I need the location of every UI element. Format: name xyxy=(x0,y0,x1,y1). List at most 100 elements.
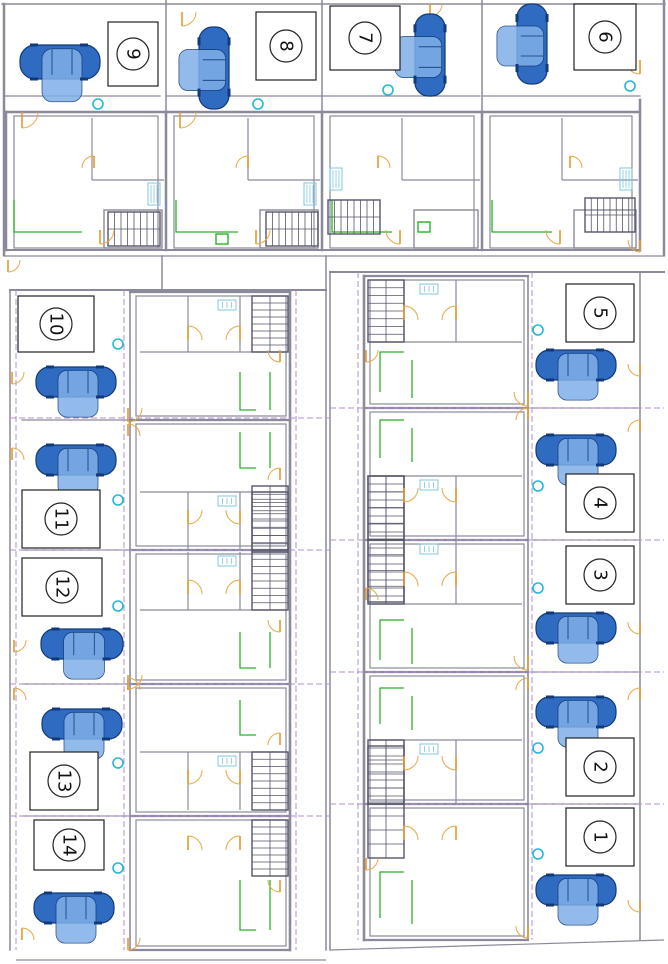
car-icon xyxy=(33,891,115,944)
stair-icon xyxy=(107,211,161,247)
unit-number-label: 4 xyxy=(565,473,635,533)
water-point-icon xyxy=(532,582,544,594)
door-swing-icon xyxy=(545,229,561,245)
water-point-icon xyxy=(532,480,544,492)
unit-number-label: 12 xyxy=(21,557,103,617)
doors-layer xyxy=(7,3,641,951)
door-swing-icon xyxy=(365,349,379,363)
door-swing-icon xyxy=(127,937,141,951)
water-point-icon xyxy=(382,84,394,96)
sink-icon xyxy=(419,543,439,555)
stair-icon xyxy=(265,211,319,247)
water-point-icon xyxy=(532,324,544,336)
door-swing-icon xyxy=(627,621,641,635)
room-outline xyxy=(489,115,633,249)
door-swing-icon xyxy=(441,755,457,771)
stair-icon xyxy=(327,199,381,235)
kitchen-counter xyxy=(379,687,404,724)
door-swing-icon xyxy=(627,363,641,377)
door-swing-icon xyxy=(127,423,141,437)
room-outline xyxy=(13,115,159,249)
kitchen-counter xyxy=(239,700,256,736)
room-outline xyxy=(135,423,287,547)
door-swing-icon xyxy=(21,111,39,129)
door-swing-icon xyxy=(377,155,391,169)
door-swing-icon xyxy=(187,579,203,595)
svg-text:6: 6 xyxy=(595,31,616,42)
water-point-icon xyxy=(532,848,544,860)
door-swing-icon xyxy=(403,305,419,321)
svg-text:7: 7 xyxy=(355,32,376,43)
unit-number-label: 6 xyxy=(573,3,637,71)
door-swing-icon xyxy=(225,769,241,785)
sink-icon xyxy=(147,182,161,206)
door-swing-icon xyxy=(225,509,241,525)
kitchen-counter xyxy=(239,632,256,669)
water-point-icon xyxy=(532,742,544,754)
stair-icon xyxy=(251,295,289,353)
door-swing-icon xyxy=(403,825,419,841)
car-icon xyxy=(535,611,617,664)
kitchen-counter xyxy=(239,372,256,411)
door-swing-icon xyxy=(99,229,115,245)
door-swing-icon xyxy=(127,677,141,691)
door-swing-icon xyxy=(515,407,529,421)
door-swing-icon xyxy=(21,927,35,941)
door-swing-icon xyxy=(267,879,281,893)
sink-icon xyxy=(303,182,317,206)
water-point-icon xyxy=(92,98,104,110)
car-icon xyxy=(35,365,117,418)
stair-icon xyxy=(251,485,289,553)
svg-text:9: 9 xyxy=(123,48,144,59)
svg-text:12: 12 xyxy=(52,576,73,599)
room-outline xyxy=(173,115,315,249)
door-swing-icon xyxy=(187,325,203,341)
door-swing-icon xyxy=(267,619,281,633)
car-icon xyxy=(19,43,101,103)
svg-text:3: 3 xyxy=(590,569,611,580)
vent-icon xyxy=(417,221,431,233)
kitchen-counter xyxy=(175,200,238,233)
room-outline xyxy=(369,411,525,537)
svg-text:5: 5 xyxy=(590,307,611,318)
sink-icon xyxy=(217,495,237,507)
vent-icon xyxy=(215,233,229,245)
water-point-icon xyxy=(112,338,124,350)
door-swing-icon xyxy=(127,407,143,423)
car-icon xyxy=(178,26,231,110)
door-swing-icon xyxy=(627,899,641,913)
car-icon xyxy=(535,873,617,926)
door-swing-icon xyxy=(11,371,25,385)
room-outline xyxy=(135,687,287,813)
door-swing-icon xyxy=(513,391,529,407)
svg-text:11: 11 xyxy=(51,508,72,531)
stair-icon xyxy=(367,279,405,343)
unit-number-label: 14 xyxy=(33,819,105,871)
boundary-line xyxy=(329,939,665,951)
door-swing-icon xyxy=(627,419,641,433)
door-swing-icon xyxy=(515,677,529,691)
svg-text:10: 10 xyxy=(46,313,67,336)
kitchen-counter xyxy=(13,200,82,233)
unit-number-label: 2 xyxy=(565,737,635,797)
sink-icon xyxy=(217,299,237,311)
sink-icon xyxy=(419,743,439,755)
car-icon xyxy=(41,707,123,760)
fixtures-layer xyxy=(13,80,636,931)
door-swing-icon xyxy=(385,229,401,245)
cars-layer xyxy=(19,3,617,944)
unit-number-label: 11 xyxy=(21,489,101,549)
door-swing-icon xyxy=(225,325,241,341)
stair-icon xyxy=(367,475,405,603)
water-point-icon xyxy=(112,600,124,612)
svg-text:4: 4 xyxy=(590,497,611,508)
sink-icon xyxy=(619,167,633,191)
door-swing-icon xyxy=(627,239,641,253)
door-swing-icon xyxy=(13,639,27,653)
door-swing-icon xyxy=(365,587,379,601)
door-swing-icon xyxy=(569,155,583,169)
door-swing-icon xyxy=(441,305,457,321)
kitchen-counter xyxy=(379,871,404,918)
